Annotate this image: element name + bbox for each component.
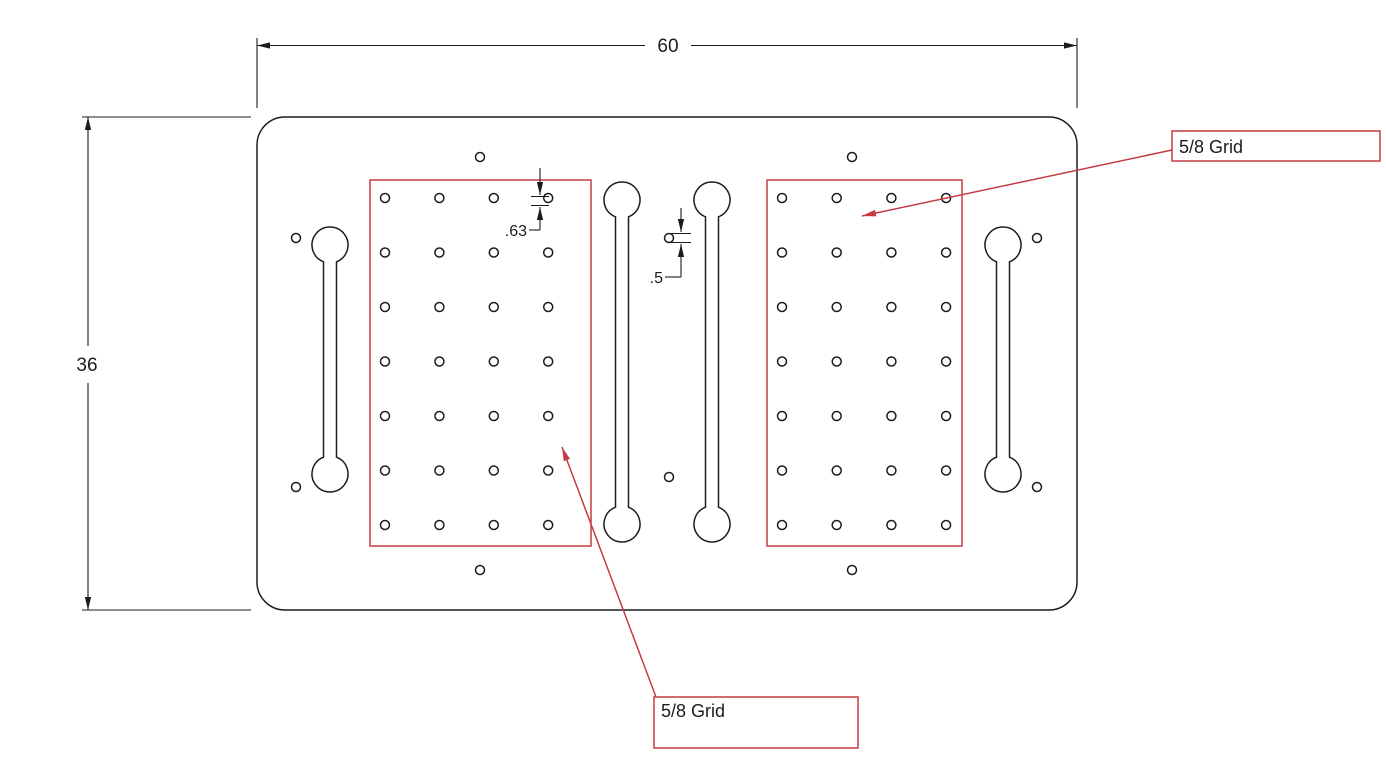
hole bbox=[831, 519, 842, 531]
slot-center-left bbox=[603, 181, 641, 543]
hole bbox=[488, 301, 500, 313]
leader-grid-right-line bbox=[861, 149, 1173, 217]
hole bbox=[886, 247, 897, 258]
hole bbox=[831, 465, 842, 476]
hole bbox=[542, 356, 554, 367]
hole bbox=[776, 247, 788, 258]
hole bbox=[434, 192, 445, 204]
dim-5-label: .5 bbox=[650, 270, 663, 287]
hole bbox=[379, 192, 391, 204]
annotation-grid-right-label: 5/8 Grid bbox=[1179, 137, 1243, 157]
hole bbox=[831, 356, 842, 367]
hole bbox=[886, 465, 897, 476]
hole bbox=[379, 410, 391, 422]
hole bbox=[940, 247, 952, 258]
hole bbox=[776, 465, 788, 476]
hole bbox=[488, 247, 500, 258]
hole bbox=[474, 564, 486, 576]
hole bbox=[776, 192, 788, 204]
hole bbox=[940, 410, 952, 422]
dimension-width: 60 bbox=[256, 36, 1078, 108]
hole bbox=[542, 410, 554, 422]
hole bbox=[379, 301, 391, 313]
hole bbox=[940, 192, 952, 204]
dimension-hole-diameter: .5 bbox=[650, 208, 691, 287]
hole bbox=[886, 192, 897, 204]
hole bbox=[434, 356, 445, 367]
annotation-grid-left-label: 5/8 Grid bbox=[661, 701, 725, 721]
slots bbox=[311, 181, 1022, 543]
hole bbox=[776, 356, 788, 367]
hole bbox=[663, 232, 675, 244]
hole bbox=[379, 247, 391, 258]
slot-far-right bbox=[984, 226, 1022, 493]
hole bbox=[434, 301, 445, 313]
hole bbox=[940, 465, 952, 476]
hole bbox=[542, 301, 554, 313]
hole-grid-right bbox=[776, 192, 952, 531]
slot-center-right bbox=[693, 181, 731, 543]
hole bbox=[488, 410, 500, 422]
hole bbox=[886, 301, 897, 313]
hole bbox=[940, 519, 952, 531]
hole bbox=[434, 410, 445, 422]
hole-grid-left bbox=[379, 192, 554, 531]
dim-height-label: 36 bbox=[76, 355, 97, 376]
hole bbox=[488, 356, 500, 367]
hole bbox=[831, 410, 842, 422]
hole bbox=[488, 465, 500, 476]
dim-width-label: 60 bbox=[657, 36, 678, 57]
hole bbox=[663, 471, 675, 483]
hole bbox=[886, 356, 897, 367]
hole bbox=[846, 151, 858, 163]
annotation-grid-right: 5/8 Grid bbox=[861, 130, 1381, 217]
hole bbox=[434, 465, 445, 476]
hole bbox=[290, 481, 302, 493]
hole bbox=[542, 192, 554, 204]
hole bbox=[1031, 481, 1043, 493]
hole bbox=[542, 247, 554, 258]
annotation-box-grid-right bbox=[1171, 130, 1381, 162]
leader-grid-left-line bbox=[561, 446, 657, 698]
slot-far-left bbox=[311, 226, 349, 493]
grid-boundary-right bbox=[766, 179, 963, 547]
hole bbox=[488, 519, 500, 531]
hole bbox=[434, 519, 445, 531]
hole bbox=[831, 192, 842, 204]
dimension-height: 36 bbox=[76, 116, 251, 611]
annotation-grid-left: 5/8 Grid bbox=[561, 446, 859, 749]
annotation-box-grid-left bbox=[653, 696, 859, 749]
hole bbox=[379, 356, 391, 367]
hole bbox=[776, 301, 788, 313]
hole bbox=[776, 519, 788, 531]
hole bbox=[434, 247, 445, 258]
dim-63-label: .63 bbox=[505, 223, 527, 240]
grid-boundary-left bbox=[369, 179, 592, 547]
hole bbox=[379, 519, 391, 531]
dimension-hole-pitch: .63 bbox=[505, 168, 549, 240]
hole bbox=[831, 247, 842, 258]
hole bbox=[542, 519, 554, 531]
hole bbox=[831, 301, 842, 313]
hole bbox=[488, 192, 500, 204]
hole bbox=[1031, 232, 1043, 244]
hole bbox=[776, 410, 788, 422]
plate-outline bbox=[256, 116, 1078, 611]
hole bbox=[886, 519, 897, 531]
mounting-holes bbox=[290, 151, 1043, 576]
hole bbox=[290, 232, 302, 244]
hole bbox=[846, 564, 858, 576]
hole bbox=[886, 410, 897, 422]
hole bbox=[474, 151, 486, 163]
hole bbox=[940, 301, 952, 313]
hole bbox=[940, 356, 952, 367]
hole bbox=[542, 465, 554, 476]
hole bbox=[379, 465, 391, 476]
